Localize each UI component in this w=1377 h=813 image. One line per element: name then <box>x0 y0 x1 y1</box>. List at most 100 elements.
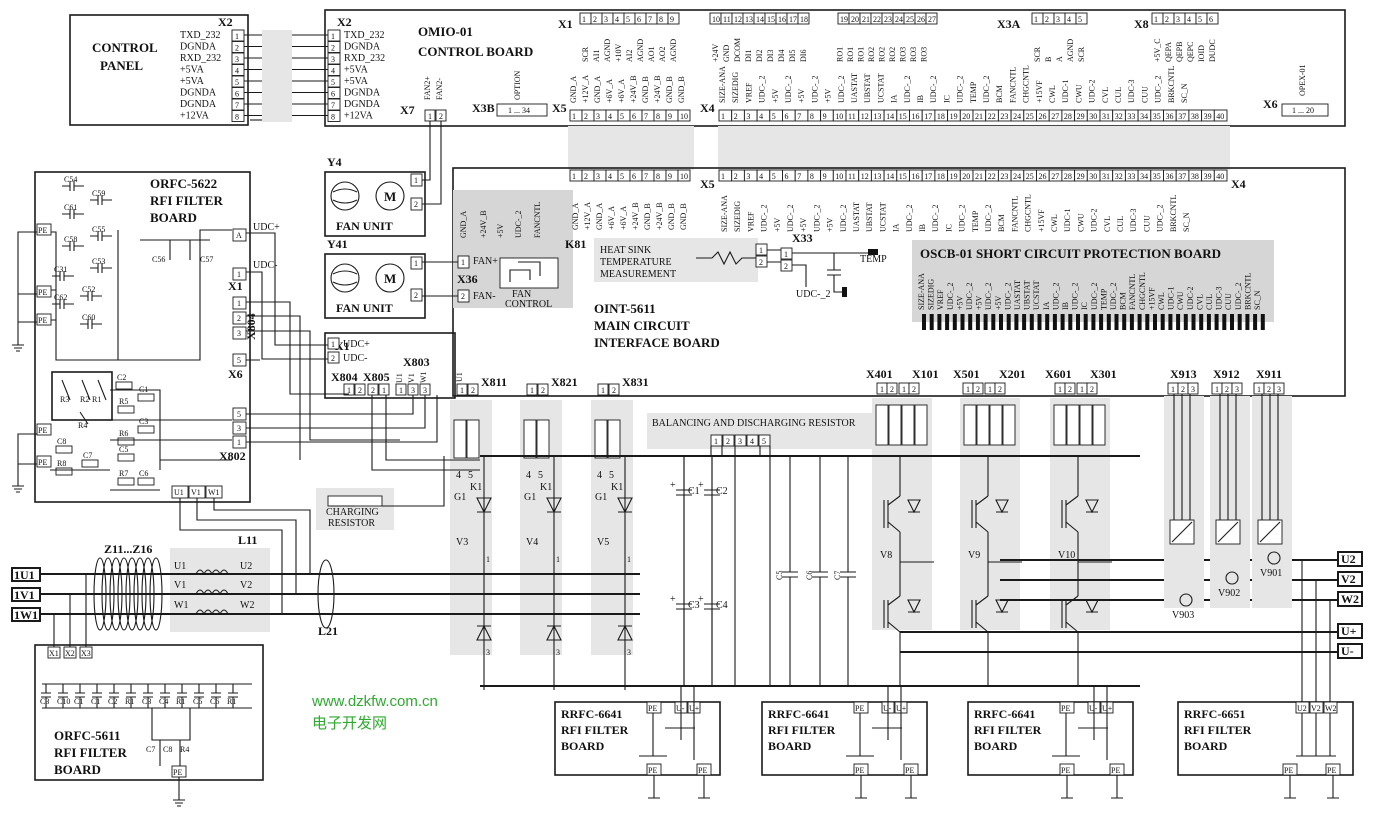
orfc-pe-text: PE <box>38 226 47 235</box>
terminal-w2[interactable]: W2 <box>1341 592 1359 606</box>
terminal-1u1[interactable]: 1U1 <box>14 568 35 582</box>
filter-cap <box>90 231 112 241</box>
snub-cap <box>812 456 828 686</box>
omio-x2-pin-num: 3 <box>331 55 335 64</box>
oint-x4-signal: IB <box>918 224 927 232</box>
ferrite-ring <box>125 557 139 631</box>
oscb-pin <box>1099 314 1104 330</box>
omio-x4-signal: CUL <box>1114 87 1123 103</box>
oscb-signal: CUL <box>1205 294 1214 310</box>
oscb-signal: CWU <box>1176 291 1185 310</box>
cp-x2-pin-num: 1 <box>235 32 239 41</box>
sensor-strip <box>1210 396 1250 608</box>
x811-pin-num: 2 <box>471 386 475 395</box>
oint-x5-signal: GND_A <box>595 203 604 230</box>
filter-part <box>117 453 135 462</box>
orfc-pe-pin <box>36 423 52 436</box>
cp-x2-signal: DGNDA <box>180 88 217 99</box>
oscb-pin <box>968 314 973 330</box>
terminal-1w1[interactable]: 1W1 <box>14 608 38 622</box>
omio-x1-pin-num: 7 <box>648 15 652 24</box>
oscb-signal: FANCNTL <box>1128 274 1137 310</box>
omio-x4-pin-num: 12 <box>861 112 869 121</box>
omio-x3a-pin-num: 1 <box>1034 15 1038 24</box>
k81-sig-5: FANCNTL <box>533 202 542 238</box>
rrfc-pe-t: PE <box>1061 766 1070 775</box>
x1-label: X1 <box>558 17 573 31</box>
rrfc-title: RRFC-6651 <box>1184 707 1245 721</box>
omio-x4-pin-num: 4 <box>759 112 763 121</box>
omio-x2-signal: +5VA <box>344 76 369 87</box>
orfc5611-cap-label: R1 <box>125 697 134 706</box>
filter-cap-label: C52 <box>82 285 95 294</box>
thy-k1: K1 <box>540 482 552 493</box>
terminal-u-minus[interactable]: U- <box>1341 644 1354 658</box>
oint-gate-pin-num: 3 <box>1191 385 1195 394</box>
omio-x4top-a-pin-num: 13 <box>745 15 753 24</box>
svg-text:4: 4 <box>750 437 754 446</box>
omio-x8-signal: QEPB <box>1175 42 1184 62</box>
omio-x2-signal: DGNDA <box>344 88 381 99</box>
oint-x4-pin-num: 10 <box>835 172 843 181</box>
oint-x5-pin-num: 3 <box>596 172 600 181</box>
omio-x2-pin <box>327 52 341 65</box>
x5-top-label: X5 <box>552 101 567 115</box>
omio-x4-signal: BCM <box>995 85 1004 103</box>
omio-x4top-signal: RO3 <box>909 47 918 62</box>
oint-x4-pin-num: 20 <box>962 172 970 181</box>
rrfc6651-ground <box>1284 775 1339 799</box>
rrfc-um-t: U- <box>883 704 892 713</box>
oint-udc-minus: UDC- <box>343 353 367 364</box>
omio-x4-pin-num: 38 <box>1191 112 1199 121</box>
oscb-pin <box>1253 314 1258 330</box>
svg-text:1: 1 <box>331 340 335 349</box>
thy-pin-4: 4 <box>597 470 602 481</box>
omio-x1-signal: AGND <box>636 39 645 62</box>
omio-x4top-signal: DCOM <box>733 38 742 62</box>
omio-x4top-b-pin-num: 24 <box>895 15 903 24</box>
x913-label: X913 <box>1170 367 1197 381</box>
omio-x1-pin-num: 8 <box>659 15 663 24</box>
svg-text:1: 1 <box>461 258 465 267</box>
control-panel-subtitle: PANEL <box>100 58 143 73</box>
oint-x5-pin-num: 1 <box>572 172 576 181</box>
oint-x5-signal: +6V_A <box>619 206 628 230</box>
svg-text:5: 5 <box>237 356 241 365</box>
oscb-pin <box>999 314 1003 330</box>
rrfc-pe-top-t: PE <box>855 704 864 713</box>
choke-u1: U1 <box>174 561 186 572</box>
terminal-u2[interactable]: U2 <box>1341 552 1356 566</box>
oscb-signal: UDC-3 <box>1215 286 1224 310</box>
oint-x5-signal: GND_B <box>679 203 688 230</box>
cp-x2-pin-num: 5 <box>235 78 239 87</box>
ferrite-ring <box>149 557 163 631</box>
terminal-u-plus[interactable]: U+ <box>1341 624 1357 638</box>
sensor-label: V901 <box>1260 568 1282 579</box>
svg-text:1: 1 <box>237 438 241 447</box>
x912-label: X912 <box>1213 367 1240 381</box>
terminal-v2[interactable]: V2 <box>1341 572 1356 586</box>
x911-label: X911 <box>1256 367 1282 381</box>
x4-mid-label: X4 <box>1231 177 1246 191</box>
orfc5611-cap-label: C10 <box>57 697 70 706</box>
omio-x4-signal: UDC-2 <box>1088 79 1097 103</box>
rrfc-pe-top <box>853 701 869 714</box>
filter-cap-label: C60 <box>82 313 95 322</box>
filter-part-label: C7 <box>83 451 92 460</box>
terminal-1v1[interactable]: 1V1 <box>14 588 35 602</box>
oscb-pin <box>937 314 942 330</box>
omio-x1-pin-num: 5 <box>626 15 630 24</box>
oint-x4-signal: SIZEDIG <box>733 201 742 232</box>
omio-x4top-b-pin-num: 21 <box>862 15 870 24</box>
oscb-signal: IC <box>1080 302 1089 310</box>
svg-text:2: 2 <box>726 437 730 446</box>
omio-x4top-a-pin-num: 16 <box>778 15 786 24</box>
rrfc-wires <box>846 686 902 760</box>
filter-part-label: R5 <box>119 397 128 406</box>
oscb-title: OSCB-01 SHORT CIRCUIT PROTECTION BOARD <box>920 246 1221 261</box>
oint-x4-pin-num: 27 <box>1051 172 1059 181</box>
oint-gate-pin-num: 2 <box>998 385 1002 394</box>
igbt-leg <box>1077 456 1112 686</box>
